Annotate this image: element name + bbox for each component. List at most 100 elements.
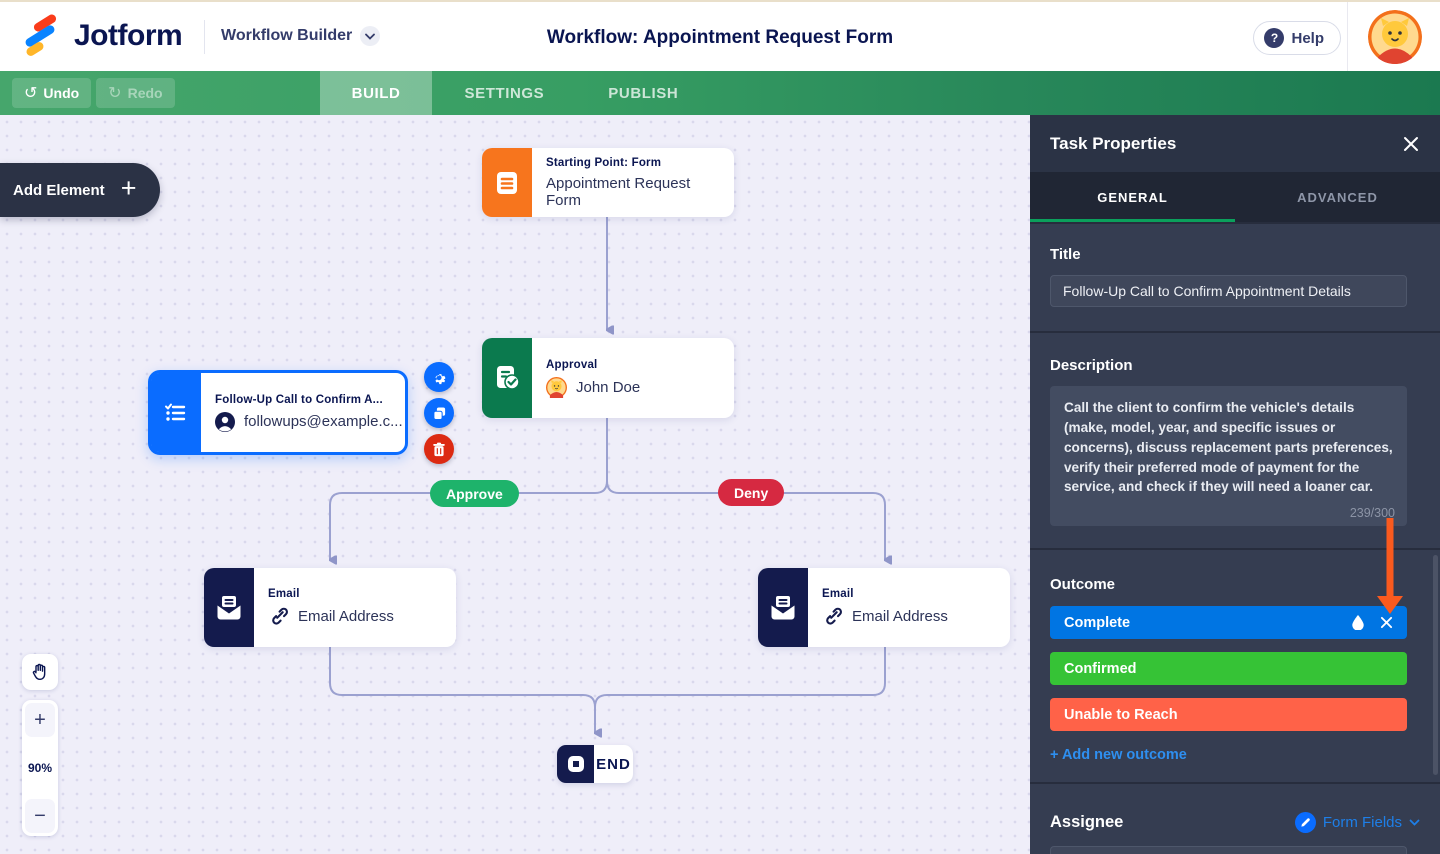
node-type-label: Email: [822, 588, 854, 600]
outcome-item-unable-to-reach[interactable]: Unable to Reach: [1050, 698, 1407, 731]
assignee-name: John Doe: [576, 378, 641, 396]
color-droplet-icon[interactable]: [1352, 615, 1364, 630]
node-settings-button[interactable]: [424, 362, 454, 392]
character-counter: 239/300: [1349, 506, 1395, 520]
help-button[interactable]: ? Help: [1253, 21, 1341, 55]
panel-tabs: GENERAL ADVANCED: [1030, 172, 1440, 222]
mode-tabs: BUILD SETTINGS PUBLISH: [0, 71, 1030, 115]
tab-build[interactable]: BUILD: [319, 71, 433, 115]
active-tab-underline: [1030, 219, 1235, 222]
node-type-label: Approval: [546, 358, 598, 371]
assignee-avatar-icon: [546, 376, 567, 398]
undo-label: Undo: [43, 85, 80, 101]
outcome-item-confirmed[interactable]: Confirmed: [1050, 652, 1407, 685]
outcome-label: Outcome: [1050, 576, 1116, 593]
description-text: Call the client to confirm the vehicle's…: [1064, 400, 1393, 495]
close-icon[interactable]: [1402, 135, 1420, 153]
approval-icon: [482, 338, 532, 418]
description-section: Description Call the client to confirm t…: [1030, 331, 1440, 548]
zoom-in-button[interactable]: +: [25, 703, 55, 737]
node-approval[interactable]: Approval John Doe: [482, 338, 734, 418]
jotform-logo[interactable]: Jotform: [20, 14, 183, 58]
jotform-wordmark: Jotform: [74, 19, 183, 52]
node-value: Appointment Request Form: [546, 174, 691, 209]
description-textarea[interactable]: Call the client to confirm the vehicle's…: [1050, 386, 1407, 526]
email-icon: [758, 568, 808, 647]
node-type-label: Email: [268, 588, 300, 600]
tab-settings[interactable]: SETTINGS: [464, 84, 545, 102]
user-avatar[interactable]: [1368, 10, 1422, 64]
branch-label-deny[interactable]: Deny: [718, 479, 785, 506]
link-icon: [826, 607, 842, 625]
node-value: followups@example.c...: [244, 413, 403, 430]
title-section: Title Follow-Up Call to Confirm Appointm…: [1030, 222, 1440, 331]
tab-general[interactable]: GENERAL: [1097, 189, 1168, 205]
product-switcher[interactable]: Workflow Builder: [221, 26, 381, 46]
task-checklist-icon: [151, 373, 201, 452]
outcome-item-label: Complete: [1064, 614, 1131, 631]
zoom-out-button[interactable]: −: [25, 799, 55, 833]
undo-icon: ↺: [24, 85, 38, 102]
question-mark-icon: ?: [1264, 28, 1285, 48]
trash-icon: [433, 442, 445, 456]
pan-tool-button[interactable]: [22, 654, 58, 690]
description-label: Description: [1050, 357, 1133, 374]
node-email-approve[interactable]: Email Email Address: [204, 568, 456, 647]
build-toolbar: ↺ Undo ↻ Redo BUILD SETTINGS PUBLISH: [0, 71, 1440, 115]
hand-icon: [32, 663, 46, 681]
assignee-label: Assignee: [1050, 813, 1124, 831]
email-icon: [204, 568, 254, 647]
node-starting-point[interactable]: Starting Point: Form Appointment Request…: [482, 148, 734, 217]
pencil-icon: [1294, 812, 1316, 833]
node-end[interactable]: END: [557, 745, 633, 783]
panel-scrollbar[interactable]: [1433, 555, 1438, 775]
outcome-item-label: Confirmed: [1064, 660, 1137, 677]
assignee-section: Assignee Form Fields: [1030, 782, 1440, 854]
form-fields-label: Form Fields: [1322, 814, 1402, 831]
outcome-section: Outcome Complete Confirmed Unable to Rea…: [1030, 548, 1440, 782]
product-name: Workflow Builder: [221, 27, 353, 44]
outcome-item-complete[interactable]: Complete: [1050, 606, 1407, 639]
undo-button[interactable]: ↺ Undo: [12, 78, 92, 108]
add-new-outcome-link[interactable]: + Add new outcome: [1050, 747, 1187, 763]
form-fields-dropdown[interactable]: Form Fields: [1294, 812, 1420, 833]
node-type-label: Starting Point: Form: [546, 156, 662, 169]
node-email-deny[interactable]: Email Email Address: [758, 568, 1010, 647]
remove-outcome-icon[interactable]: [1380, 616, 1393, 629]
add-element-button[interactable]: Add Element +: [0, 163, 160, 217]
node-value: Email Address: [298, 608, 394, 625]
header-divider: [204, 20, 205, 54]
title-label: Title: [1050, 246, 1081, 263]
node-task-selected[interactable]: Follow-Up Call to Confirm A... followups…: [148, 370, 408, 455]
plus-icon: +: [120, 173, 137, 203]
window-top-strip: [0, 0, 1440, 2]
node-action-buttons: [424, 362, 454, 464]
header-divider: [1347, 2, 1348, 71]
node-value: Email Address: [852, 608, 948, 625]
tab-advanced[interactable]: ADVANCED: [1297, 189, 1378, 205]
assignee-input[interactable]: [1050, 846, 1407, 854]
link-icon: [272, 607, 288, 625]
end-stop-icon: [557, 745, 594, 783]
workflow-canvas[interactable]: Add Element + Starting Point: Form Appoi…: [0, 115, 1030, 854]
node-delete-button[interactable]: [424, 434, 454, 464]
page-title: Workflow: Appointment Request Form: [546, 27, 894, 48]
node-duplicate-button[interactable]: [424, 398, 454, 428]
redo-label: Redo: [127, 85, 163, 101]
help-label: Help: [1291, 29, 1324, 47]
panel-title: Task Properties: [1050, 133, 1177, 153]
person-icon: [215, 411, 235, 432]
redo-button[interactable]: ↻ Redo: [96, 78, 175, 108]
gear-icon: [435, 374, 446, 385]
redo-icon: ↻: [108, 85, 122, 102]
branch-label-approve[interactable]: Approve: [430, 480, 519, 507]
tab-publish[interactable]: PUBLISH: [608, 84, 679, 102]
app-header: Jotform Workflow Builder Workflow: Appoi…: [0, 2, 1440, 71]
add-element-label: Add Element: [13, 181, 105, 199]
outcome-item-label: Unable to Reach: [1064, 706, 1178, 723]
node-type-label: Follow-Up Call to Confirm A...: [215, 393, 383, 406]
zoom-level: 90%: [27, 761, 53, 775]
title-input[interactable]: Follow-Up Call to Confirm Appointment De…: [1050, 275, 1407, 307]
zoom-controls: + 90% −: [22, 700, 58, 836]
